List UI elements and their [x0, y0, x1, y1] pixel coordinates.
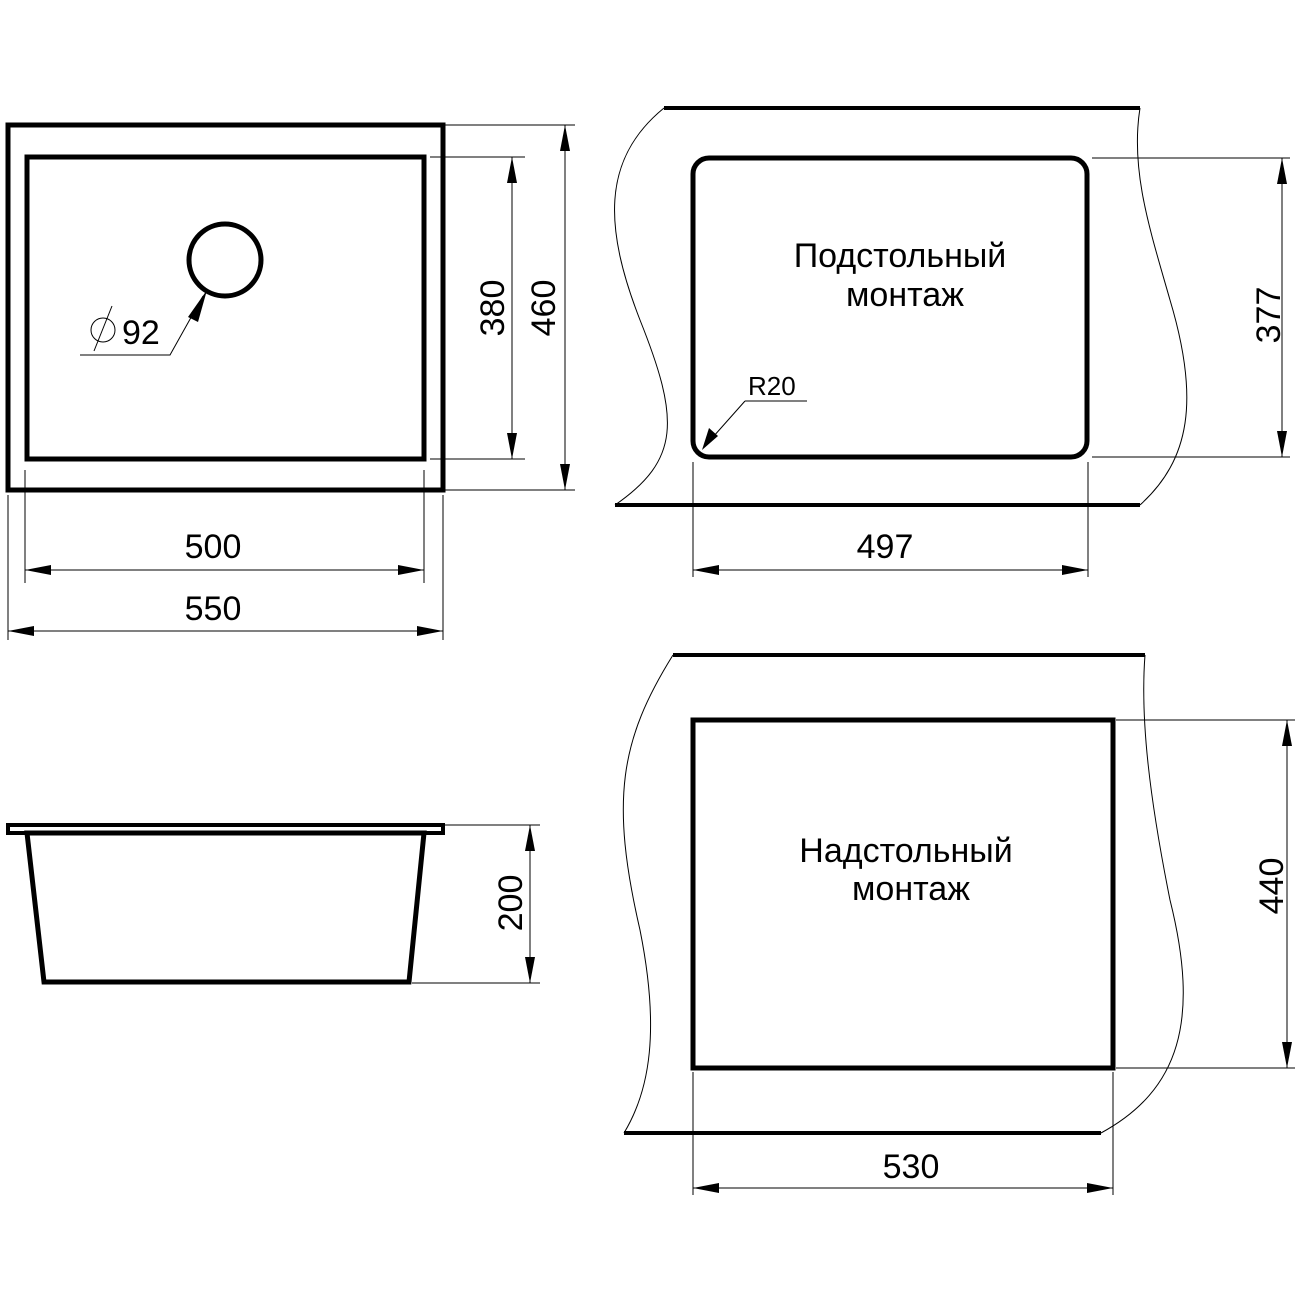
overmount-title-line2: монтаж: [852, 870, 970, 908]
diameter-symbol-icon: [90, 317, 116, 343]
sink-bowl-outline: [24, 154, 427, 462]
sink-side-view: 200: [6, 823, 540, 985]
inner-height-label: 380: [474, 280, 512, 337]
undermount-cutout: [690, 155, 1090, 460]
sink-top-view: 92 380 460 500 550: [5, 122, 575, 640]
undermount-width-label: 497: [857, 528, 914, 566]
countertop-left-break: [614, 107, 668, 506]
diameter-symbol-slash: [93, 305, 113, 352]
drain-hole: [186, 221, 264, 299]
outer-width-label: 550: [185, 590, 242, 628]
undermount-height-label: 377: [1250, 287, 1288, 344]
undermount-diagram: Подстольный монтаж R20 377 497: [614, 106, 1290, 577]
sink-body-profile: [24, 830, 427, 985]
overmount-cutout: [690, 717, 1116, 1071]
overmount-diagram: Надстольный монтаж 440 530: [622, 653, 1295, 1195]
inner-width-label: 500: [185, 528, 242, 566]
countertop-right-break: [1100, 654, 1184, 1134]
countertop-left-break: [622, 654, 674, 1134]
outer-height-label: 460: [525, 280, 563, 337]
drain-leader-arrow: [188, 290, 207, 322]
corner-radius-label: R20: [748, 371, 796, 401]
undermount-title-line1: Подстольный: [794, 237, 1007, 275]
overmount-width-label: 530: [883, 1148, 940, 1186]
countertop-right-break: [1136, 107, 1188, 506]
depth-label: 200: [492, 875, 530, 932]
undermount-title-line2: монтаж: [846, 276, 964, 314]
overmount-height-label: 440: [1253, 858, 1291, 915]
overmount-title-line1: Надстольный: [799, 832, 1012, 870]
sink-outer-outline: [5, 122, 446, 493]
drain-diameter-label: 92: [122, 314, 160, 352]
